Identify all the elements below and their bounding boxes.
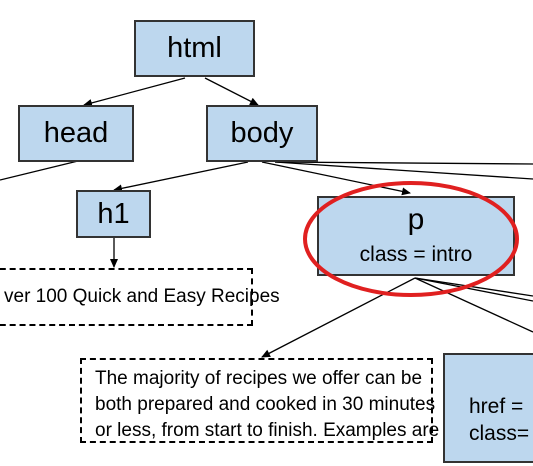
node-p-label: p: [407, 203, 425, 236]
node-h1: h1: [76, 190, 151, 238]
node-a-partial: href = class=: [443, 353, 533, 463]
edge-body-p: [261, 161, 411, 196]
edge-body-offscreen-1: [274, 161, 533, 165]
edge-html-body: [204, 77, 259, 106]
h1-text: ver 100 Quick and Easy Recipes: [4, 286, 280, 307]
node-body: body: [206, 105, 318, 162]
edge-p-offscreen-1: [414, 277, 533, 297]
edge-body-offscreen-2: [274, 161, 533, 180]
node-html: html: [134, 20, 255, 77]
node-p: p class = intro: [317, 196, 515, 276]
p-text-line-2: both prepared and cooked in 30 minutes: [95, 394, 436, 415]
p-text-line-1: The majority of recipes we offer can be: [95, 368, 423, 389]
p-text-box: The majority of recipes we offer can be …: [80, 358, 440, 443]
node-head-label: head: [43, 117, 109, 149]
node-html-label: html: [167, 32, 222, 64]
node-body-label: body: [230, 117, 294, 149]
h1-text-box: ver 100 Quick and Easy Recipes: [0, 268, 280, 326]
node-p-attribute: class = intro: [359, 243, 473, 266]
edge-body-h1: [113, 161, 249, 193]
node-h1-label: h1: [97, 197, 130, 230]
edge-head-offscreen: [0, 160, 79, 181]
node-a-attribute-2: class=: [469, 422, 530, 445]
edge-p-offscreen-2: [414, 277, 533, 302]
edge-html-head: [83, 77, 186, 107]
p-text-line-3: or less, from start to finish. Examples …: [95, 420, 440, 441]
node-head: head: [18, 105, 134, 162]
node-a-attribute-1: href =: [469, 395, 524, 418]
edge-p-offscreen-3: [414, 277, 533, 333]
edge-p-text: [261, 277, 416, 358]
